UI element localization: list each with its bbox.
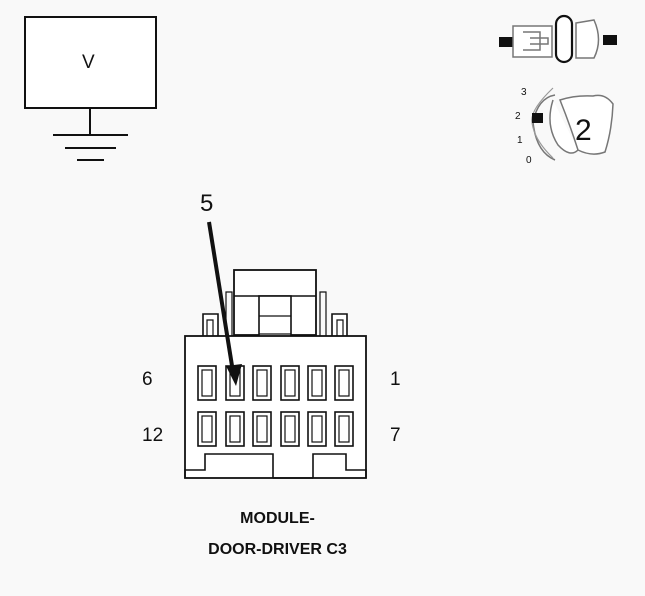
- pin-cavity: [252, 411, 272, 447]
- connector-title-line1: MODULE-: [240, 510, 315, 527]
- pin-cavity: [197, 365, 217, 401]
- pin-cavity-inner: [311, 369, 323, 397]
- pin-cavity-inner: [256, 415, 268, 443]
- pin-cavity: [307, 411, 327, 447]
- connector-title-line2: DOOR-DRIVER C3: [208, 541, 347, 558]
- ignition-position-label: 0: [526, 155, 532, 166]
- pin-cavity-inner: [338, 369, 350, 397]
- pin-label-top-left: 6: [142, 369, 153, 390]
- pin-cavity-inner: [284, 415, 296, 443]
- pin-cavity-inner: [311, 415, 323, 443]
- pin-cavity-inner: [284, 369, 296, 397]
- ignition-selected-position: 2: [575, 114, 592, 147]
- voltmeter-label: V: [82, 52, 95, 73]
- pin-cavity-inner: [201, 369, 213, 397]
- backprobe-connector-icon: [499, 14, 617, 64]
- connector-housing: [184, 269, 367, 479]
- pin-cavity: [307, 365, 327, 401]
- ignition-key-icon: [531, 87, 614, 161]
- pin-cavity-inner: [201, 415, 213, 443]
- pin-cavity-inner: [229, 415, 241, 443]
- ignition-position-label: 3: [521, 87, 527, 98]
- ignition-position-label: 1: [517, 135, 523, 146]
- pin-cavity-inner: [338, 415, 350, 443]
- pin-cavity: [252, 365, 272, 401]
- pin-label-top-right: 1: [390, 369, 401, 390]
- ground-icon: [53, 134, 128, 161]
- voltmeter-symbol: [24, 16, 157, 161]
- callout-pin-number: 5: [200, 190, 214, 217]
- pin-cavity-inner: [256, 369, 268, 397]
- pin-cavity: [280, 411, 300, 447]
- pin-label-bottom-right: 7: [390, 425, 401, 446]
- pin-cavity: [334, 365, 354, 401]
- pin-callout-arrow: [207, 221, 242, 386]
- pin-cavity: [197, 411, 217, 447]
- ignition-position-label: 2: [515, 111, 521, 122]
- pin-cavity: [280, 365, 300, 401]
- pin-cavity: [225, 411, 245, 447]
- pin-label-bottom-left: 12: [142, 425, 164, 446]
- pin-cavities: [197, 365, 354, 447]
- pin-cavity: [334, 411, 354, 447]
